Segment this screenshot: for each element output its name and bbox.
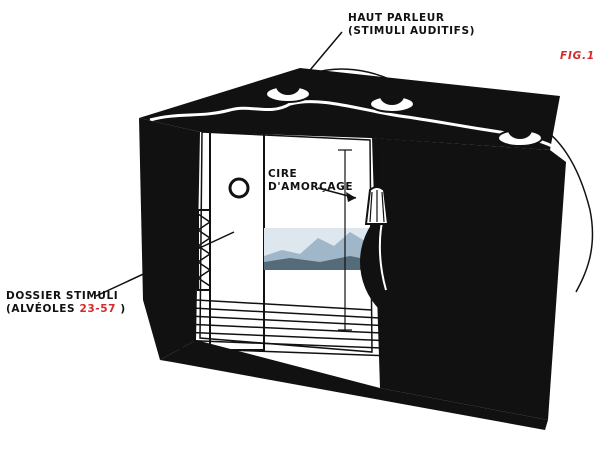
top-cut-edge	[149, 100, 553, 148]
wiring	[299, 68, 594, 293]
speaker-icon	[265, 77, 311, 103]
speaker-label-line2: (STIMULI AUDITIFS)	[348, 25, 476, 37]
folder-leader-line	[95, 231, 235, 297]
wax-bell-icon	[364, 150, 390, 225]
port-hole	[228, 177, 250, 199]
folder-label-line2: (ALVÉOLES 23-57 )	[6, 303, 126, 316]
wax-label-line1: CIRE	[268, 168, 298, 180]
folder-label-line1: DOSSIER STIMULI	[6, 290, 119, 302]
folder-label-range: 23-57	[79, 303, 117, 315]
height-gauge	[338, 149, 352, 331]
folder-label-suffix: )	[116, 303, 126, 315]
wax-label-line2: D'AMORÇAGE	[268, 181, 354, 193]
speaker-icon	[497, 121, 543, 147]
folder-label-prefix: (ALVÉOLES	[6, 303, 80, 315]
wax-label: CIRE D'AMORÇAGE	[268, 168, 353, 194]
wax-leader-arrow	[346, 192, 356, 202]
box-bottom	[160, 340, 548, 430]
folder-label: DOSSIER STIMULI (ALVÉOLES 23-57 )	[6, 290, 126, 316]
box-left-wall	[139, 118, 200, 360]
figure-label: FIG.1	[560, 50, 595, 62]
stimulus-folder-rack	[196, 209, 212, 291]
box-illustration	[95, 31, 594, 430]
speaker-leader-line	[299, 31, 343, 83]
speaker-icon	[369, 87, 415, 113]
speaker-label: HAUT PARLEUR (STIMULI AUDITIFS)	[348, 12, 475, 38]
speaker-label-line1: HAUT PARLEUR	[348, 12, 445, 24]
stimulus-landscape-image	[264, 228, 370, 270]
